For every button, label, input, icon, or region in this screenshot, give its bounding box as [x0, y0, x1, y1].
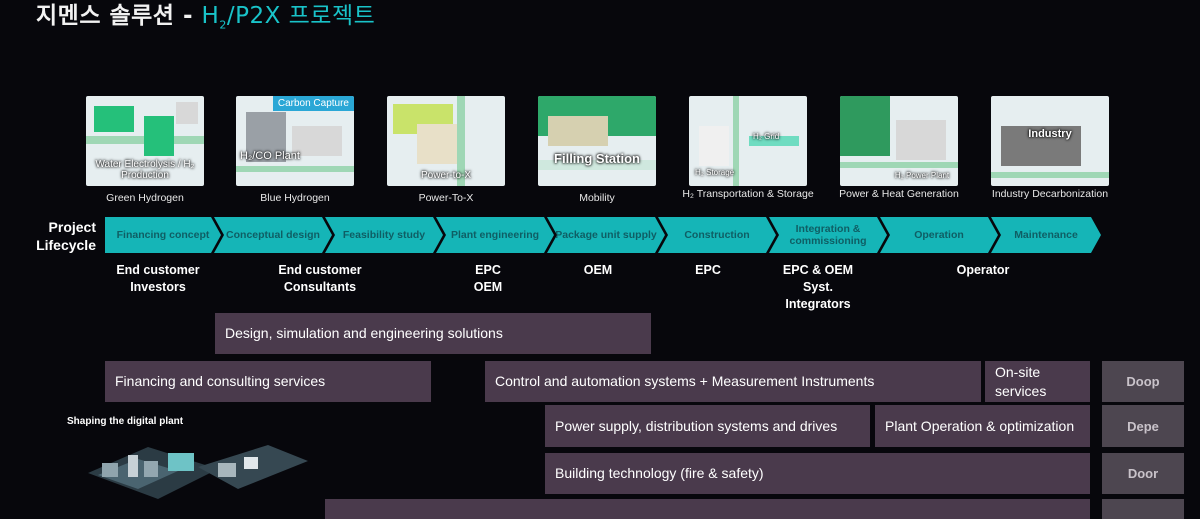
service-design-simulation: Design, simulation and engineering solut…: [215, 313, 651, 354]
stage-maintenance: Maintenance: [991, 217, 1101, 253]
thumbnail-label: Filling Station: [554, 151, 640, 166]
thumbnail-label-2: H₂ Grid: [753, 132, 780, 141]
thumbnail-mobility: Filling Station: [538, 96, 656, 186]
thumbnail-power-heat: H₂ Power Plant: [840, 96, 958, 186]
stage-plant-engineering: Plant engineering: [436, 217, 554, 253]
role-operator: Operator: [956, 263, 1010, 277]
caption-green-hydrogen: Green Hydrogen: [106, 192, 184, 204]
thumbnail-industry: Industry: [991, 96, 1109, 186]
side-label-1: Doop: [1102, 361, 1184, 402]
project-lifecycle-label: Project Lifecycle: [36, 219, 96, 253]
title-accent-sub: 2: [219, 18, 227, 32]
title-accent: H2/P2X 프로젝트: [201, 3, 376, 32]
shaping-digital-plant-label: Shaping the digital plant: [67, 416, 184, 427]
digital-plant-illustration: [88, 445, 308, 499]
caption-industry: Industry Decarbonization: [991, 188, 1109, 200]
thumbnail-label: Power-to-X: [420, 170, 471, 181]
stage-financing-concept: Financing concept: [105, 217, 221, 253]
caption-power-heat: Power & Heat Generation: [839, 188, 959, 200]
thumbnail-blue-hydrogen: Carbon Capture H₂/CO Plant: [236, 96, 354, 186]
service-power-supply: Power supply, distribution systems and d…: [545, 405, 870, 447]
stage-conceptual-design: Conceptual design: [214, 217, 332, 253]
role-oem: OEM: [583, 263, 613, 277]
service-control-automation: Control and automation systems + Measure…: [485, 361, 981, 402]
side-label-2: Depe: [1102, 405, 1184, 447]
service-on-site: On-site services: [985, 361, 1090, 402]
caption-power-to-x: Power-To-X: [418, 192, 474, 204]
stage-operation: Operation: [880, 217, 998, 253]
thumbnail-corner-label: Carbon Capture: [272, 96, 354, 111]
thumbnail-label: H₂ Storage: [695, 168, 735, 177]
thumbnail-label: Water Electrolysis / H₂ Production: [95, 159, 195, 181]
thumbnail-label: H₂/CO Plant: [240, 150, 300, 162]
page-title: 지멘스 솔루션 - H2/P2X 프로젝트: [36, 0, 375, 32]
thumbnail-transportation: H₂ Storage H₂ Grid: [689, 96, 807, 186]
service-bar-bottom: [325, 499, 1090, 519]
thumbnail-label: H₂ Power Plant: [894, 171, 950, 180]
service-plant-operation: Plant Operation & optimization: [875, 405, 1090, 447]
title-accent-h: H: [201, 3, 220, 29]
title-accent-rest: /P2X 프로젝트: [226, 3, 376, 29]
caption-blue-hydrogen: Blue Hydrogen: [260, 192, 330, 204]
title-main: 지멘스 솔루션 -: [36, 3, 202, 29]
stage-construction: Construction: [658, 217, 776, 253]
stage-integration-commissioning: Integration & commissioning: [769, 217, 887, 253]
caption-mobility: Mobility: [579, 192, 615, 204]
service-financing-consulting: Financing and consulting services: [105, 361, 431, 402]
thumbnail-power-to-x: Power-to-X: [387, 96, 505, 186]
stage-feasibility-study: Feasibility study: [325, 217, 443, 253]
thumbnail-green-hydrogen: Water Electrolysis / H₂ Production: [86, 96, 204, 186]
service-building-technology: Building technology (fire & safety): [545, 453, 1090, 494]
thumbnail-label: Industry: [1028, 128, 1072, 140]
side-label-3: Door: [1102, 453, 1184, 494]
stage-package-unit-supply: Package unit supply: [547, 217, 665, 253]
caption-transportation: H₂ Transportation & Storage: [682, 188, 814, 200]
side-label-4: [1102, 499, 1184, 519]
role-epc: EPC: [695, 263, 721, 277]
